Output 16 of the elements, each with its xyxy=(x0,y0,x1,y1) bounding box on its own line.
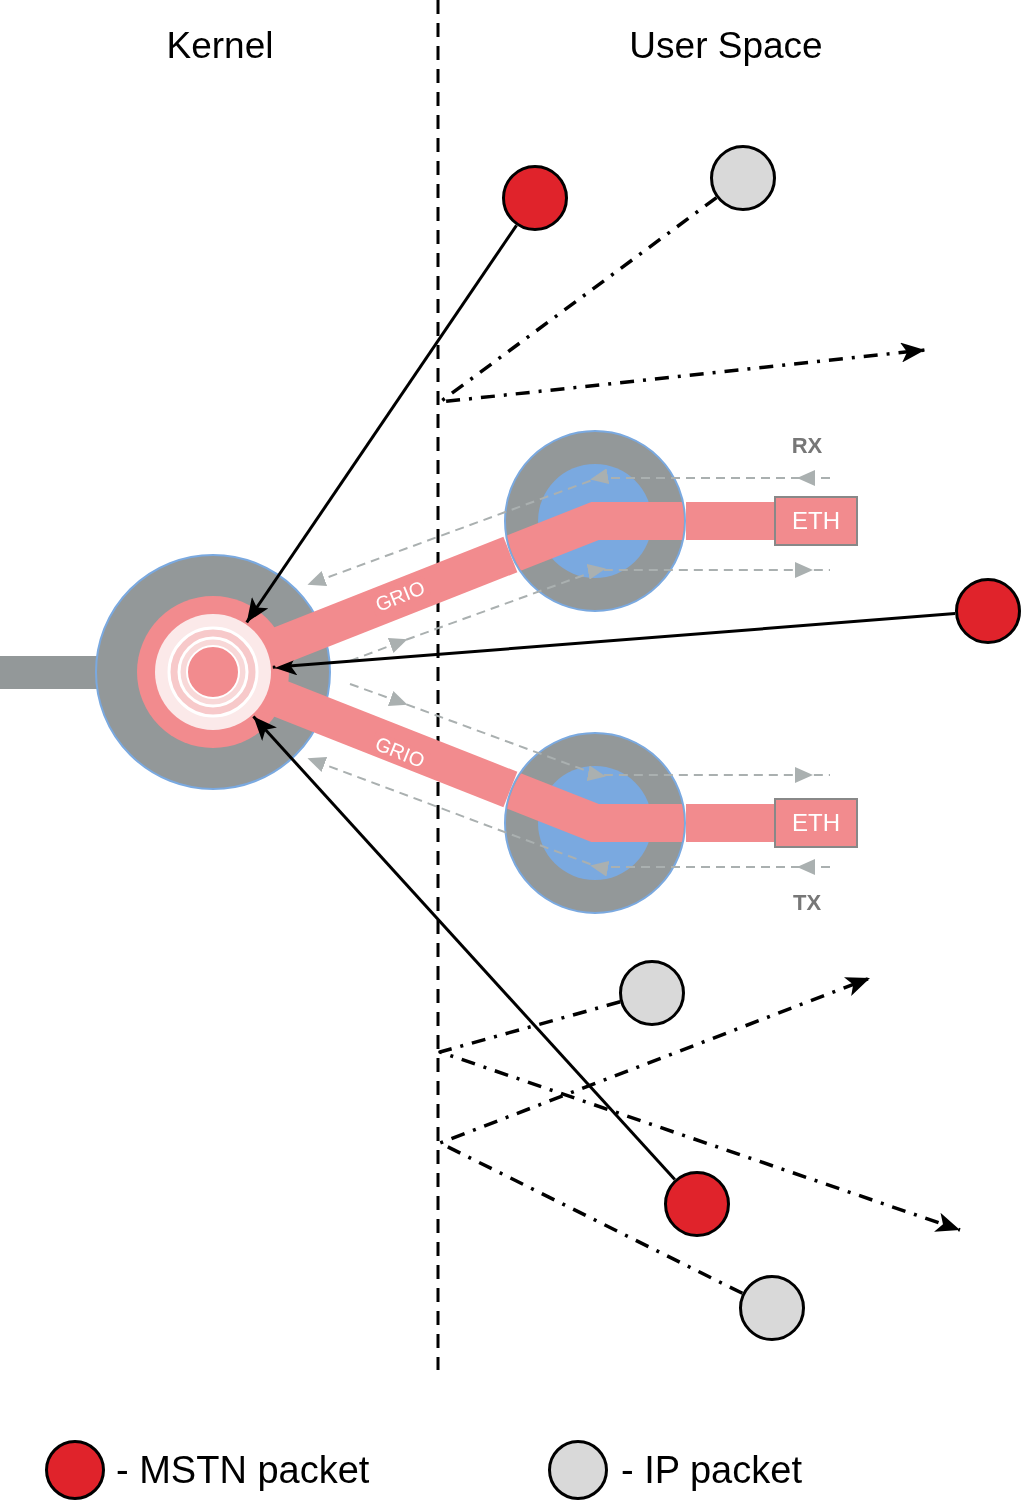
arrow xyxy=(438,1000,961,1232)
eth-box: ETH xyxy=(774,496,858,546)
arrow xyxy=(252,715,676,1181)
band-connector xyxy=(686,502,774,540)
core-circle xyxy=(153,612,273,732)
band-connector xyxy=(686,804,774,842)
legend-label: - MSTN packet xyxy=(116,1451,370,1489)
arrow xyxy=(272,612,956,676)
region-label: RX xyxy=(791,435,823,457)
legend-label: - IP packet xyxy=(621,1451,802,1489)
arrow xyxy=(245,224,518,624)
region-label: User Space xyxy=(629,26,823,64)
arrow xyxy=(438,976,871,1295)
region-label: Kernel xyxy=(166,26,274,64)
region-label: TX xyxy=(792,892,822,914)
eth-box: ETH xyxy=(774,798,858,848)
